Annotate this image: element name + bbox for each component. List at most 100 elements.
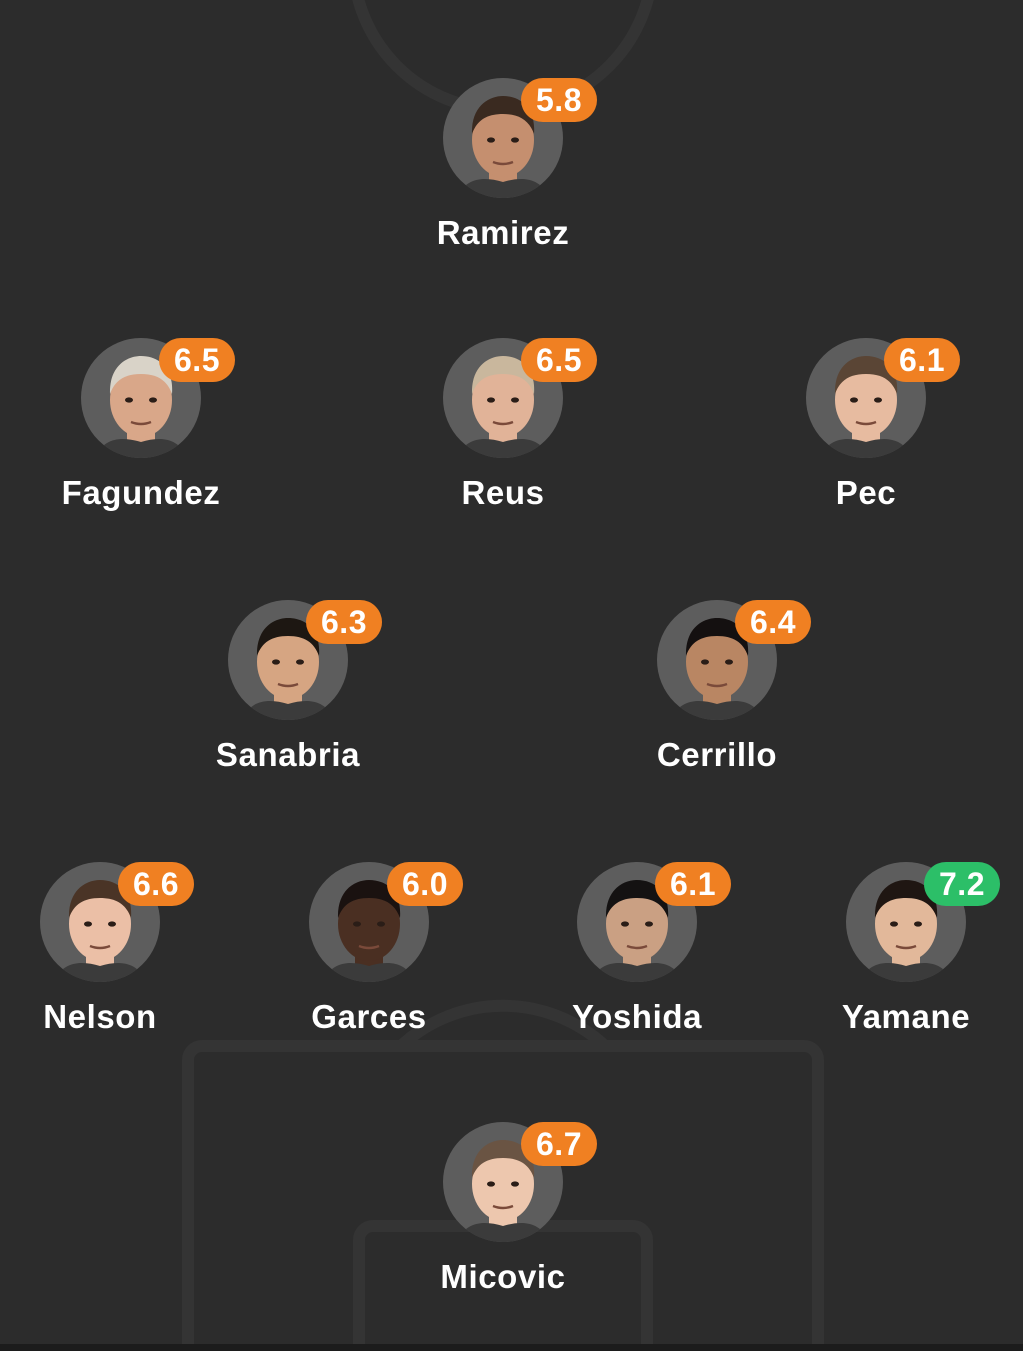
player-name: Micovic xyxy=(440,1258,566,1295)
player-card[interactable]: 6.1 Yoshida xyxy=(517,862,757,1052)
hair-shape xyxy=(109,356,173,394)
mouth-shape xyxy=(492,160,514,166)
player-photo xyxy=(81,338,201,458)
player-card[interactable]: 5.8 Ramirez xyxy=(383,78,623,268)
player-card[interactable]: 6.3 Sanabria xyxy=(168,600,408,790)
shirt-shape xyxy=(95,439,187,458)
mouth-shape xyxy=(492,420,514,426)
face-shape xyxy=(606,887,668,961)
player-silhouette-icon xyxy=(820,356,912,458)
player-name: Garces xyxy=(311,998,427,1035)
face-shape xyxy=(686,625,748,699)
player-name: Pec xyxy=(835,474,897,511)
rating-badge: 6.5 xyxy=(159,338,235,382)
penalty-arc xyxy=(399,999,607,1049)
player-name: Reus xyxy=(461,474,545,511)
eye-shape xyxy=(621,921,629,927)
player-name: Cerrillo xyxy=(656,736,778,773)
eye-shape xyxy=(84,921,92,927)
player-photo xyxy=(443,338,563,458)
eye-shape xyxy=(149,397,157,403)
rating-badge: 6.5 xyxy=(521,338,597,382)
rating-badge: 7.2 xyxy=(924,862,1000,906)
player-card[interactable]: 6.5 Reus xyxy=(383,338,623,528)
face-shape xyxy=(472,1147,534,1221)
face-shape xyxy=(257,625,319,699)
rating-badge: 6.0 xyxy=(387,862,463,906)
bottom-edge xyxy=(0,1344,1023,1351)
mouth-shape xyxy=(706,682,728,688)
player-card[interactable]: 6.7 Micovic xyxy=(383,1122,623,1312)
player-name: Yoshida xyxy=(571,998,703,1035)
eye-shape xyxy=(125,397,133,403)
shirt-shape xyxy=(54,963,146,982)
player-photo xyxy=(228,600,348,720)
face-shape xyxy=(472,363,534,437)
eye-shape xyxy=(511,1181,519,1187)
face-shape xyxy=(875,887,937,961)
rating-badge: 5.8 xyxy=(521,78,597,122)
player-card[interactable]: 6.6 Nelson xyxy=(0,862,220,1052)
hair-shape xyxy=(605,880,669,918)
eye-shape xyxy=(914,921,922,927)
shirt-shape xyxy=(820,439,912,458)
player-silhouette-icon xyxy=(242,618,334,720)
hair-shape xyxy=(471,96,535,134)
hair-shape xyxy=(874,880,938,918)
player-silhouette-icon xyxy=(671,618,763,720)
hair-shape xyxy=(337,880,401,918)
hair-shape xyxy=(834,356,898,394)
player-card[interactable]: 6.1 Pec xyxy=(746,338,986,528)
eye-shape xyxy=(377,921,385,927)
rating-badge: 6.3 xyxy=(306,600,382,644)
player-card[interactable]: 6.0 Garces xyxy=(249,862,489,1052)
face-shape xyxy=(338,887,400,961)
player-silhouette-icon xyxy=(457,96,549,198)
player-name: Yamane xyxy=(841,998,971,1035)
shirt-shape xyxy=(671,701,763,720)
player-silhouette-icon xyxy=(591,880,683,982)
eye-shape xyxy=(645,921,653,927)
hair-shape xyxy=(68,880,132,918)
player-card[interactable]: 6.4 Cerrillo xyxy=(597,600,837,790)
player-card[interactable]: 7.2 Yamane xyxy=(786,862,1023,1052)
shirt-shape xyxy=(242,701,334,720)
eye-shape xyxy=(487,1181,495,1187)
rating-badge: 6.4 xyxy=(735,600,811,644)
player-name: Nelson xyxy=(43,998,157,1035)
eye-shape xyxy=(353,921,361,927)
player-silhouette-icon xyxy=(457,356,549,458)
mouth-shape xyxy=(277,682,299,688)
shirt-shape xyxy=(457,179,549,198)
face-shape xyxy=(472,103,534,177)
mouth-shape xyxy=(358,944,380,950)
player-name: Fagundez xyxy=(61,474,221,511)
mouth-shape xyxy=(626,944,648,950)
eye-shape xyxy=(272,659,280,665)
rating-badge: 6.1 xyxy=(655,862,731,906)
face-shape xyxy=(835,363,897,437)
eye-shape xyxy=(487,137,495,143)
eye-shape xyxy=(890,921,898,927)
player-photo xyxy=(806,338,926,458)
player-silhouette-icon xyxy=(457,1140,549,1242)
face-shape xyxy=(69,887,131,961)
eye-shape xyxy=(487,397,495,403)
hair-shape xyxy=(471,1140,535,1178)
face-shape xyxy=(110,363,172,437)
eye-shape xyxy=(511,137,519,143)
eye-shape xyxy=(850,397,858,403)
eye-shape xyxy=(725,659,733,665)
player-silhouette-icon xyxy=(54,880,146,982)
hair-shape xyxy=(471,356,535,394)
rating-badge: 6.6 xyxy=(118,862,194,906)
player-silhouette-icon xyxy=(860,880,952,982)
shirt-shape xyxy=(457,1223,549,1242)
player-card[interactable]: 6.5 Fagundez xyxy=(21,338,261,528)
mouth-shape xyxy=(89,944,111,950)
rating-badge: 6.7 xyxy=(521,1122,597,1166)
eye-shape xyxy=(108,921,116,927)
player-photo xyxy=(40,862,160,982)
player-silhouette-icon xyxy=(323,880,415,982)
